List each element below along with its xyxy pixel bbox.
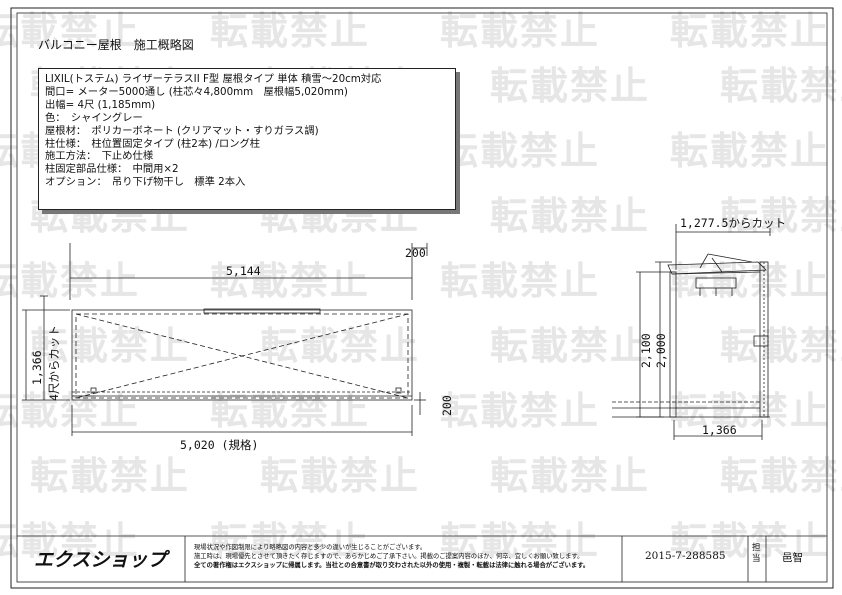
side-cut-note: 1,277.5からカット — [680, 216, 786, 230]
spec-line: 柱仕様： 柱位置固定タイプ (柱2本) /ロング柱 — [45, 137, 261, 150]
front-bottom-width: 5,020 (規格) — [180, 438, 259, 452]
front-top-offset: 200 — [405, 246, 426, 260]
spec-line: 柱固定部品仕様： 中間用×2 — [45, 163, 179, 176]
footer-notes: 現場状況や作図制限により略略図の内容と多少の違いが生じることがございます。 施工… — [194, 544, 589, 570]
spec-line: オプション： 吊り下げ物干し 標準 2本入 — [45, 176, 246, 189]
drawing-title: バルコニー屋根 施工概略図 — [38, 38, 194, 52]
front-view — [22, 243, 428, 436]
spec-box: LIXIL(トステム) ライザーテラスII F型 屋根タイプ 単体 積雪～20c… — [38, 68, 456, 210]
tanto-label: 担当 — [752, 543, 761, 564]
footer-note-line: 現場状況や作図制限により略略図の内容と多少の違いが生じることがございます。 — [194, 544, 427, 551]
front-depth: 1,366 — [30, 350, 44, 385]
side-height-2100: 2,100 — [639, 333, 653, 368]
spec-line: 色： シャイングレー — [45, 111, 143, 124]
spec-line: 施工方法： 下止め仕様 — [45, 150, 154, 163]
footer-note-line: 全ての著作権はエクスショップに帰属します。当社との合意書が取り交わされた以外の使… — [194, 561, 590, 569]
document-number: 2015-7-288585 — [645, 550, 726, 562]
side-view — [612, 224, 771, 440]
person-in-charge: 邑智 — [782, 552, 803, 564]
footer-note-line: 施工時は、現場優先とさせて頂きたく存じますので、あらかじめご了承下さい。掲載のご… — [194, 552, 584, 560]
front-bottom-offset: 200 — [440, 395, 454, 416]
company-logo: エクスショップ — [34, 549, 167, 571]
spec-line: 間口= メーター5000通し (柱芯々4,800mm 屋根幅5,020mm) — [45, 85, 348, 98]
front-depth-cut-note: 4尺からカット — [47, 325, 61, 401]
spec-line: 出幅= 4尺 (1,185mm) — [45, 98, 156, 111]
side-height-2000: 2,000 — [654, 333, 668, 368]
spec-line: 屋根材： ポリカーボネート (クリアマット・すりガラス調) — [45, 124, 319, 137]
front-top-width: 5,144 — [226, 264, 261, 278]
side-depth: 1,366 — [702, 423, 737, 437]
spec-line: LIXIL(トステム) ライザーテラスII F型 屋根タイプ 単体 積雪～20c… — [45, 73, 382, 85]
